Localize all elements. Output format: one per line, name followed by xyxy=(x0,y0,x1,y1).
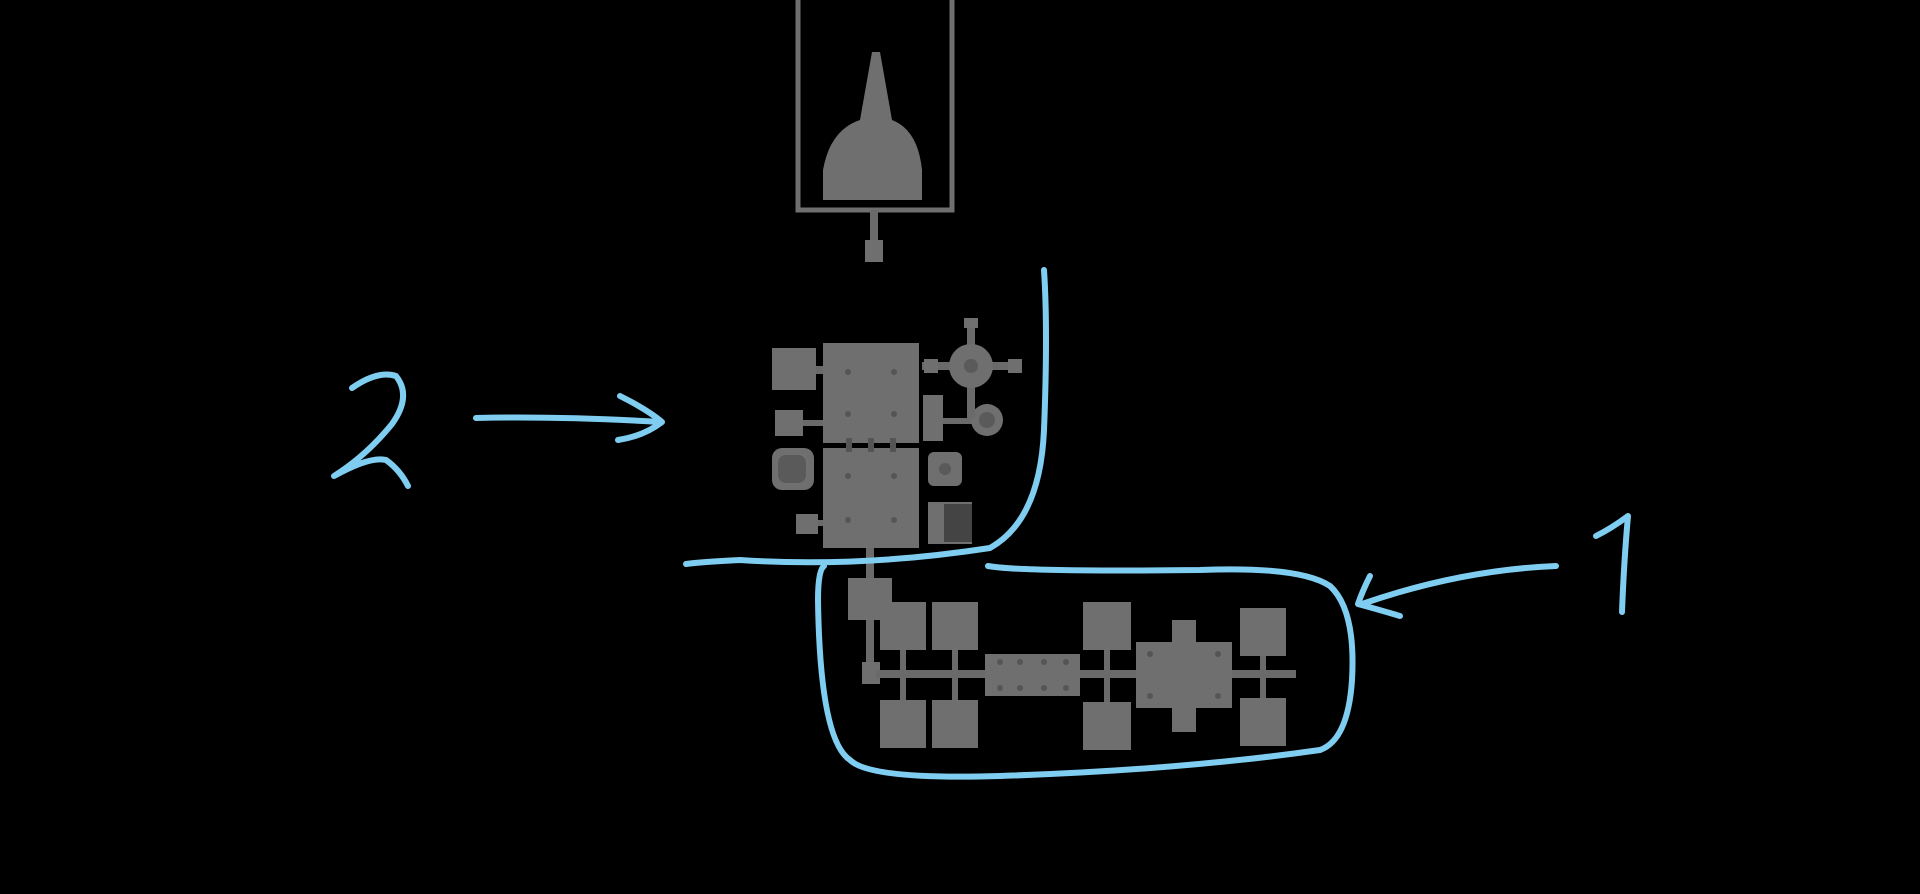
map-region-2 xyxy=(772,318,1022,548)
top-spire-structure xyxy=(795,0,955,262)
arrow-to-region-1 xyxy=(1355,563,1559,619)
annotation-label-1: 1 xyxy=(1593,513,1631,615)
annotation-label-2: 2 xyxy=(331,371,411,489)
annotation-outline-region-1 xyxy=(683,267,1356,780)
map-region-1 xyxy=(876,602,1296,750)
arrow-to-region-2 xyxy=(473,393,665,443)
